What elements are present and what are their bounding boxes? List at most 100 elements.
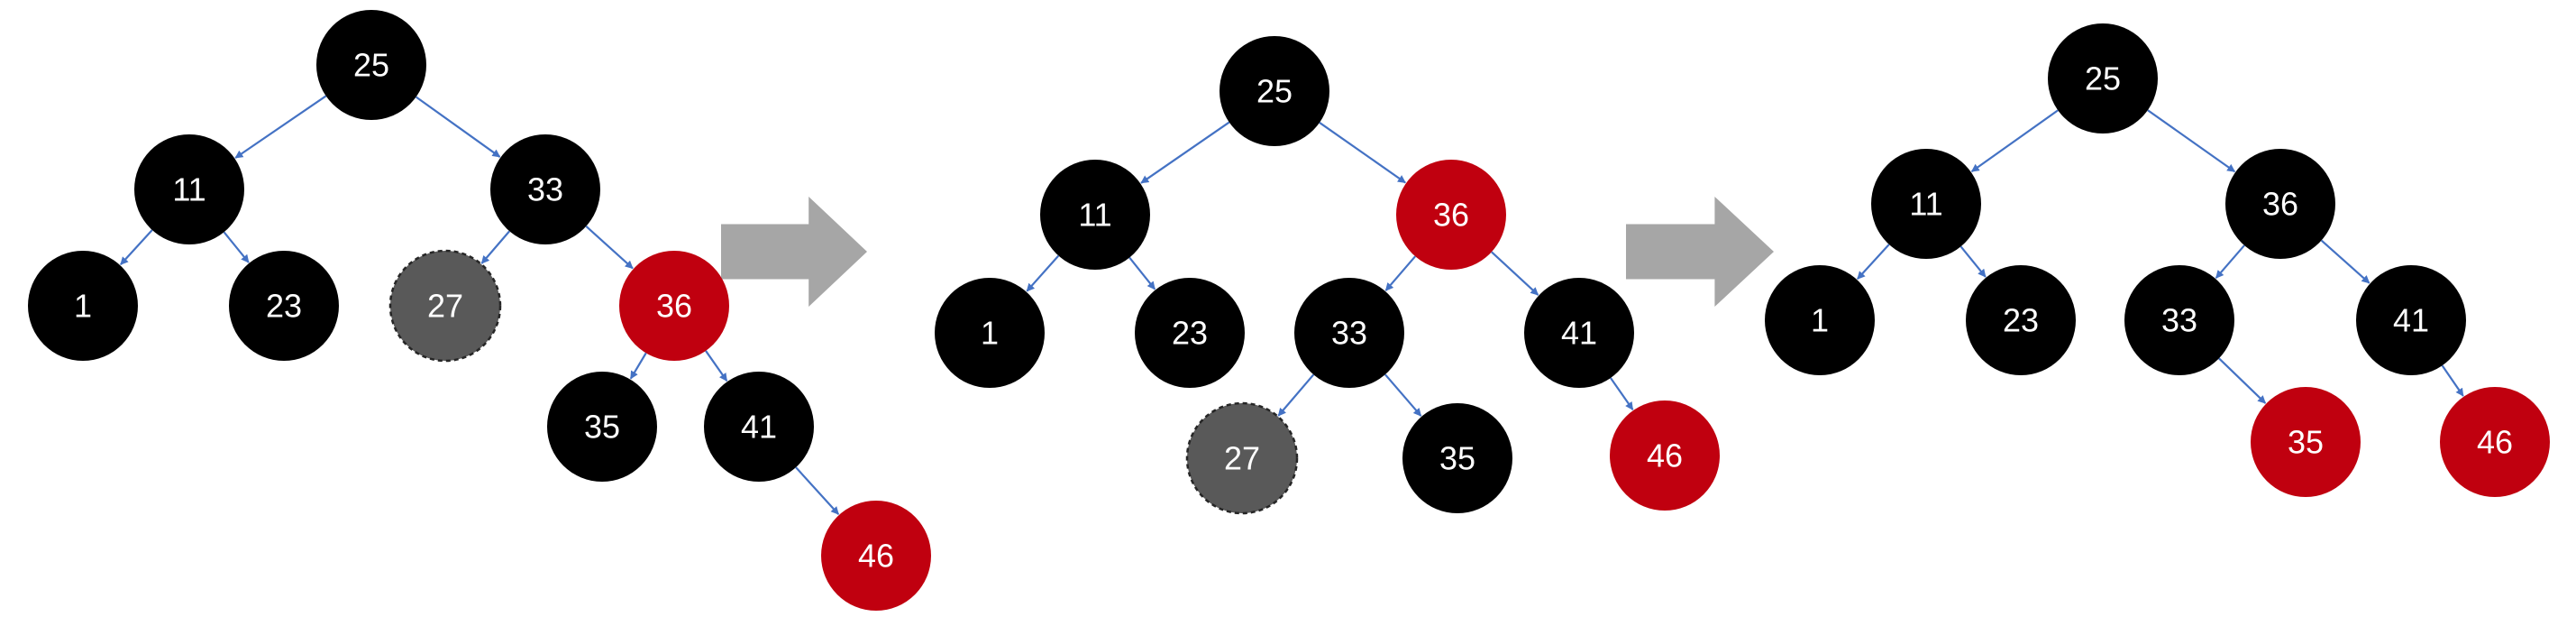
node-41-label: 41 [741,409,777,446]
node-11-circle [134,134,244,244]
node-35-circle [547,372,657,482]
node-41: 41 [2356,265,2466,375]
node-36-label: 36 [656,288,692,325]
node-11: 11 [134,134,244,244]
edge-11-23 [1959,245,1987,278]
edge-33-35 [1384,373,1422,417]
node-11-label: 11 [1078,197,1111,234]
node-36-circle [619,251,729,361]
edge-11-23 [1128,256,1156,290]
edge-25-11 [1970,109,2059,173]
node-36-label: 36 [2262,186,2298,223]
node-25-label: 25 [1256,73,1293,110]
node-35-circle [2251,387,2361,497]
edge-36-35 [629,352,647,380]
edge-36-41 [1491,251,1539,296]
node-1: 1 [1765,265,1875,375]
edge-33-27 [1277,373,1315,417]
node-11: 11 [1040,160,1150,270]
node-11: 11 [1871,149,1981,259]
node-35: 35 [1402,403,1512,513]
node-1-label: 1 [74,288,92,325]
node-41-label: 41 [2393,302,2429,339]
node-36: 36 [1396,160,1506,270]
edge-41-46 [1610,377,1634,410]
edge-11-23 [223,231,250,263]
node-36: 36 [619,251,729,361]
node-1-label: 1 [981,315,999,352]
node-36: 36 [2225,149,2335,259]
node-33: 33 [1294,278,1404,388]
node-27-circle [388,249,502,363]
edge-25-11 [1140,121,1230,184]
tree-2-nodes: 25 11 36 1 23 33 41 27 35 46 [935,36,1720,515]
edge-25-33 [415,96,501,158]
node-33-circle [2124,265,2234,375]
edge-33-36 [585,226,634,270]
node-27-label: 27 [427,288,463,325]
node-36-label: 36 [1433,197,1469,234]
node-11-label: 11 [172,171,206,208]
node-46-circle [2440,387,2550,497]
edge-25-11 [234,95,327,159]
node-27: 27 [388,249,502,363]
node-11-circle [1040,160,1150,270]
edge-41-46 [795,466,840,515]
node-46: 46 [1610,400,1720,511]
node-1-circle [1765,265,1875,375]
node-23: 23 [1135,278,1245,388]
node-35: 35 [2251,387,2361,497]
node-23-circle [1966,265,2076,375]
node-1-circle [935,278,1045,388]
tree-2-edges [1026,121,1634,417]
tree-1: 25 11 33 1 23 27 36 35 41 46 [28,10,931,611]
edge-33-27 [480,230,511,264]
tree-2: 25 11 36 1 23 33 41 27 35 46 [935,36,1720,515]
node-33-label: 33 [2161,302,2197,339]
node-25: 25 [316,10,426,120]
node-41: 41 [1524,278,1634,388]
node-25-label: 25 [353,47,389,84]
node-46-label: 46 [2477,424,2513,461]
node-36-circle [2225,149,2335,259]
node-35-label: 35 [584,409,620,446]
node-23-circle [1135,278,1245,388]
node-46-label: 46 [858,538,894,575]
edge-36-33 [2215,244,2245,279]
node-33-circle [1294,278,1404,388]
node-41: 41 [704,372,814,482]
edge-36-33 [1384,255,1416,291]
node-41-circle [1524,278,1634,388]
node-25-circle [1219,36,1329,146]
node-23-label: 23 [1172,315,1208,352]
node-41-label: 41 [1561,315,1597,352]
edge-11-1 [120,229,153,265]
node-25-circle [316,10,426,120]
node-46-label: 46 [1647,437,1683,474]
node-11-label: 11 [1909,186,1942,223]
node-33-label: 33 [527,171,563,208]
node-1-label: 1 [1811,302,1829,339]
node-23: 23 [1966,265,2076,375]
node-23-label: 23 [2003,302,2039,339]
node-27-label: 27 [1224,440,1260,477]
node-33-circle [490,134,600,244]
node-25-circle [2048,23,2158,133]
node-46-circle [821,501,931,611]
tree-1-nodes: 25 11 33 1 23 27 36 35 41 46 [28,10,931,611]
node-23-circle [229,251,339,361]
edge-41-46 [2441,364,2464,397]
node-25-label: 25 [2085,60,2121,97]
node-35-label: 35 [1439,440,1475,477]
edge-25-36 [1319,122,1406,184]
tree-1-edges [120,95,840,515]
node-25: 25 [2048,23,2158,133]
node-36-circle [1396,160,1506,270]
node-1: 1 [935,278,1045,388]
node-23: 23 [229,251,339,361]
node-35-label: 35 [2288,424,2324,461]
node-46: 46 [821,501,931,611]
node-33: 33 [2124,265,2234,375]
